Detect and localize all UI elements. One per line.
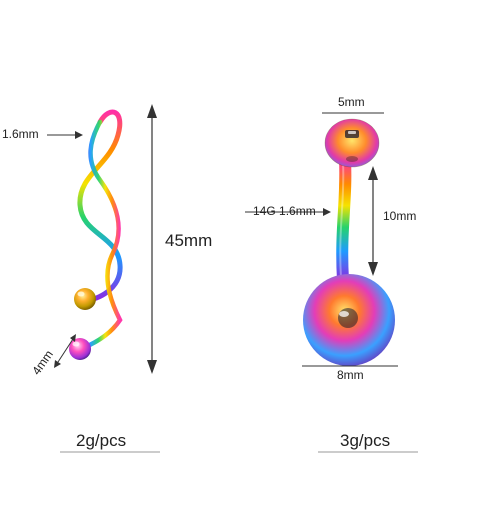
bar-length-arrow bbox=[368, 166, 378, 276]
length-arrow bbox=[147, 104, 157, 374]
belly-ring bbox=[303, 118, 395, 366]
right-weight-label: 3g/pcs bbox=[340, 431, 391, 450]
ball-size-arrow bbox=[54, 334, 76, 368]
length-label: 45mm bbox=[165, 231, 213, 250]
gauge-label: 14G 1.6mm bbox=[253, 204, 316, 218]
left-weight-label: 2g/pcs bbox=[76, 431, 127, 450]
spiral-barbell bbox=[69, 109, 123, 360]
bar-length-label: 10mm bbox=[383, 209, 417, 223]
wire-thickness-label: 1.6mm bbox=[2, 127, 39, 141]
bottom-ball-label: 8mm bbox=[337, 368, 364, 382]
top-ball-label: 5mm bbox=[338, 95, 365, 109]
